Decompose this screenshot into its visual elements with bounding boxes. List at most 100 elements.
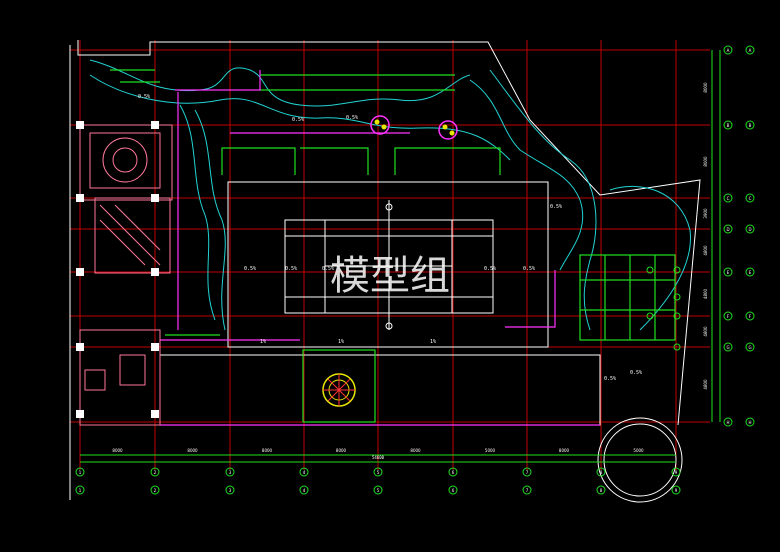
slope-label: 0.5% bbox=[244, 266, 256, 272]
dimension-label: 8000 bbox=[559, 448, 570, 453]
axis-bubble bbox=[723, 45, 733, 55]
axis-bubble bbox=[745, 342, 755, 352]
axis-label: C bbox=[727, 196, 730, 201]
axis-bubble bbox=[723, 193, 733, 203]
axis-bubble bbox=[448, 485, 458, 495]
axis-bubble bbox=[671, 467, 681, 477]
dimension-label: 8000 bbox=[703, 156, 708, 167]
dimension-label: 8000 bbox=[187, 448, 198, 453]
slope-label: 0.5% bbox=[346, 115, 358, 121]
axis-bubble bbox=[723, 267, 733, 277]
slope-label: 0.5% bbox=[322, 266, 334, 272]
slope-labels: 0.5% 0.5% 0.5% 0.5% 0.5% 0.5% 0.5% 0.5% … bbox=[138, 94, 642, 382]
axis-bubble bbox=[745, 267, 755, 277]
dimension-label: 5000 bbox=[633, 448, 644, 453]
axis-bubble bbox=[723, 224, 733, 234]
axis-bubble bbox=[299, 485, 309, 495]
dimension-label: 8000 bbox=[410, 448, 421, 453]
axis-label: E bbox=[749, 270, 752, 275]
column-markers bbox=[76, 121, 159, 418]
axis-label: A bbox=[749, 48, 752, 53]
axis-label: 4 bbox=[303, 488, 306, 493]
axis-bubble bbox=[671, 485, 681, 495]
right-dimension-line bbox=[711, 50, 721, 422]
dimension-label: 8000 bbox=[703, 82, 708, 93]
dimension-label: 4800 bbox=[703, 379, 708, 390]
axis-bubble bbox=[150, 485, 160, 495]
slope-label: 0.5% bbox=[630, 370, 642, 376]
axis-label: 2 bbox=[154, 488, 157, 493]
axis-label: 9 bbox=[675, 470, 678, 475]
axis-label: 8 bbox=[600, 488, 603, 493]
axis-label: 1 bbox=[79, 488, 82, 493]
tree-symbols bbox=[646, 266, 681, 351]
round-pavilion bbox=[597, 417, 683, 503]
axis-label: 7 bbox=[526, 488, 529, 493]
slope-label: 0.5% bbox=[484, 266, 496, 272]
bottom-dimension-line bbox=[80, 454, 676, 463]
axis-label: 5 bbox=[377, 488, 380, 493]
axis-bubble bbox=[373, 485, 383, 495]
axis-label: 3 bbox=[229, 488, 232, 493]
axis-label: F bbox=[749, 314, 752, 319]
slope-label: 0.5% bbox=[292, 117, 304, 123]
dimension-label: 8000 bbox=[112, 448, 123, 453]
left-building bbox=[79, 124, 173, 426]
dimension-label: 4800 bbox=[703, 326, 708, 337]
axis-label: F bbox=[727, 314, 730, 319]
dimension-label: 8000 bbox=[336, 448, 347, 453]
axis-label: 8 bbox=[600, 470, 603, 475]
axis-label: 5 bbox=[377, 470, 380, 475]
magenta-paths bbox=[160, 70, 600, 426]
slope-label: 0.5% bbox=[285, 266, 297, 272]
axis-label: H bbox=[748, 420, 751, 425]
axis-label: C bbox=[749, 196, 752, 201]
axis-label: A bbox=[727, 48, 730, 53]
axis-label: 7 bbox=[526, 470, 529, 475]
axis-bubble bbox=[723, 342, 733, 352]
axis-bubble bbox=[299, 467, 309, 477]
axis-bubble bbox=[448, 467, 458, 477]
slope-label: 1% bbox=[260, 339, 266, 345]
axis-label: 9 bbox=[675, 488, 678, 493]
planting-fill bbox=[374, 119, 455, 136]
axis-label: B bbox=[727, 123, 730, 128]
axis-bubble bbox=[225, 467, 235, 477]
axis-bubble bbox=[723, 311, 733, 321]
axis-bubble bbox=[745, 193, 755, 203]
axis-bubble bbox=[522, 467, 532, 477]
axis-bubble bbox=[75, 467, 85, 477]
slope-label: 1% bbox=[338, 339, 344, 345]
green-lawn-lines bbox=[110, 69, 676, 423]
fountain bbox=[322, 373, 356, 407]
axis-label: E bbox=[727, 270, 730, 275]
axis-bubble bbox=[745, 417, 755, 427]
axis-bubble bbox=[745, 224, 755, 234]
axis-label: 1 bbox=[79, 470, 82, 475]
axis-bubble bbox=[723, 120, 733, 130]
axis-label: B bbox=[749, 123, 752, 128]
axis-label: 3 bbox=[229, 470, 232, 475]
axis-bubble bbox=[225, 485, 235, 495]
axis-bubble bbox=[75, 485, 85, 495]
axis-bubble bbox=[522, 485, 532, 495]
axis-label: D bbox=[748, 227, 751, 232]
slope-label: 0.5% bbox=[138, 94, 150, 100]
axis-label: 6 bbox=[452, 470, 455, 475]
axis-label: D bbox=[726, 227, 729, 232]
dimension-label: 5000 bbox=[485, 448, 496, 453]
axis-bubble bbox=[723, 417, 733, 427]
axis-grid bbox=[70, 40, 710, 470]
sports-court bbox=[227, 181, 549, 348]
axis-bubble bbox=[373, 467, 383, 477]
slope-label: 0.5% bbox=[550, 204, 562, 210]
dimension-label: 4800 bbox=[703, 245, 708, 256]
overall-dimension-label: 54600 bbox=[372, 455, 385, 460]
axis-bubble bbox=[745, 311, 755, 321]
slope-label: 1% bbox=[430, 339, 436, 345]
